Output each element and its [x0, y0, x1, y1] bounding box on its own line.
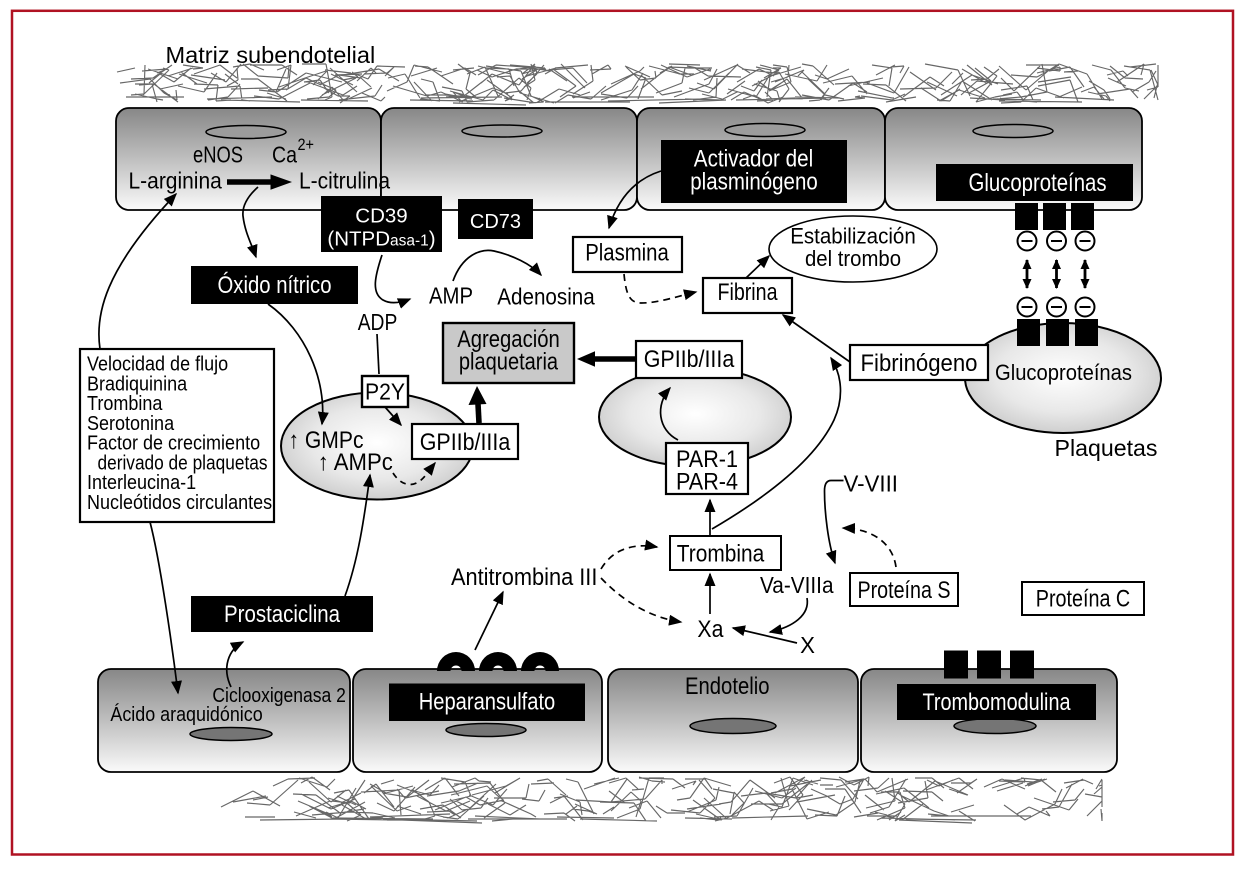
svg-text:Fibrinógeno: Fibrinógeno: [861, 350, 978, 377]
svg-text:Agregación: Agregación: [457, 326, 560, 353]
svg-text:Bradiquinina: Bradiquinina: [87, 373, 188, 395]
svg-text:plasminógeno: plasminógeno: [690, 168, 817, 195]
svg-text:↑ AMPc: ↑ AMPc: [318, 449, 393, 476]
svg-text:Heparansulfato: Heparansulfato: [419, 689, 556, 716]
svg-text:derivado de plaquetas: derivado de plaquetas: [98, 452, 268, 474]
svg-text:Ciclooxigenasa 2: Ciclooxigenasa 2: [212, 685, 346, 707]
svg-text:L-citrulina: L-citrulina: [299, 168, 391, 194]
svg-text:Glucoproteínas: Glucoproteínas: [995, 360, 1132, 385]
svg-text:CD73: CD73: [470, 211, 521, 233]
svg-text:Xa: Xa: [697, 616, 724, 643]
svg-text:Antitrombina III: Antitrombina III: [451, 564, 597, 591]
svg-text:eNOS: eNOS: [193, 142, 243, 168]
svg-text:Fibrina: Fibrina: [717, 279, 777, 306]
svg-text:2+: 2+: [298, 136, 315, 154]
svg-text:(NTPDasa-1): (NTPDasa-1): [327, 228, 435, 251]
svg-text:Ca: Ca: [272, 142, 297, 168]
svg-text:P2Y: P2Y: [365, 379, 405, 405]
svg-text:CD39: CD39: [355, 204, 407, 227]
svg-text:Adenosina: Adenosina: [497, 284, 595, 310]
svg-text:Factor de crecimiento: Factor de crecimiento: [87, 433, 260, 455]
svg-text:Nucleótidos circulantes: Nucleótidos circulantes: [87, 492, 272, 514]
svg-text:Plaquetas: Plaquetas: [1055, 435, 1158, 461]
svg-text:Ácido araquidónico: Ácido araquidónico: [110, 703, 262, 726]
svg-text:plaquetaria: plaquetaria: [459, 349, 559, 376]
svg-text:PAR-4: PAR-4: [676, 469, 738, 496]
svg-text:Prostaciclina: Prostaciclina: [224, 601, 341, 628]
svg-text:Glucoproteínas: Glucoproteínas: [969, 169, 1107, 197]
svg-text:Trombina: Trombina: [677, 541, 765, 568]
svg-text:Serotonina: Serotonina: [87, 413, 175, 435]
svg-text:Activador del: Activador del: [694, 146, 813, 173]
svg-text:X: X: [800, 632, 815, 658]
svg-text:Proteína S: Proteína S: [858, 577, 951, 604]
svg-text:Plasmina: Plasmina: [585, 240, 669, 267]
svg-text:Velocidad de flujo: Velocidad de flujo: [87, 354, 228, 376]
svg-text:Proteína C: Proteína C: [1036, 586, 1130, 613]
svg-text:GPIIb/IIIa: GPIIb/IIIa: [644, 346, 735, 373]
svg-text:↑ GMPc: ↑ GMPc: [289, 427, 364, 454]
svg-text:Matriz subendotelial: Matriz subendotelial: [166, 42, 376, 68]
svg-text:AMP: AMP: [429, 283, 473, 309]
svg-text:Trombina: Trombina: [87, 393, 163, 415]
svg-text:Endotelio: Endotelio: [685, 673, 770, 700]
svg-text:Va-VIIIa: Va-VIIIa: [760, 572, 834, 598]
svg-text:V-VIII: V-VIII: [844, 471, 899, 497]
svg-text:ADP: ADP: [358, 309, 398, 335]
svg-text:PAR-1: PAR-1: [676, 446, 738, 473]
svg-text:Estabilización: Estabilización: [790, 224, 916, 249]
svg-text:L-arginina: L-arginina: [129, 168, 223, 194]
svg-text:GPIIb/IIIa: GPIIb/IIIa: [420, 429, 511, 456]
svg-text:Trombomodulina: Trombomodulina: [923, 689, 1072, 716]
svg-text:Interleucina-1: Interleucina-1: [87, 472, 196, 494]
svg-text:Óxido nítrico: Óxido nítrico: [218, 272, 332, 299]
svg-text:del trombo: del trombo: [805, 246, 901, 271]
